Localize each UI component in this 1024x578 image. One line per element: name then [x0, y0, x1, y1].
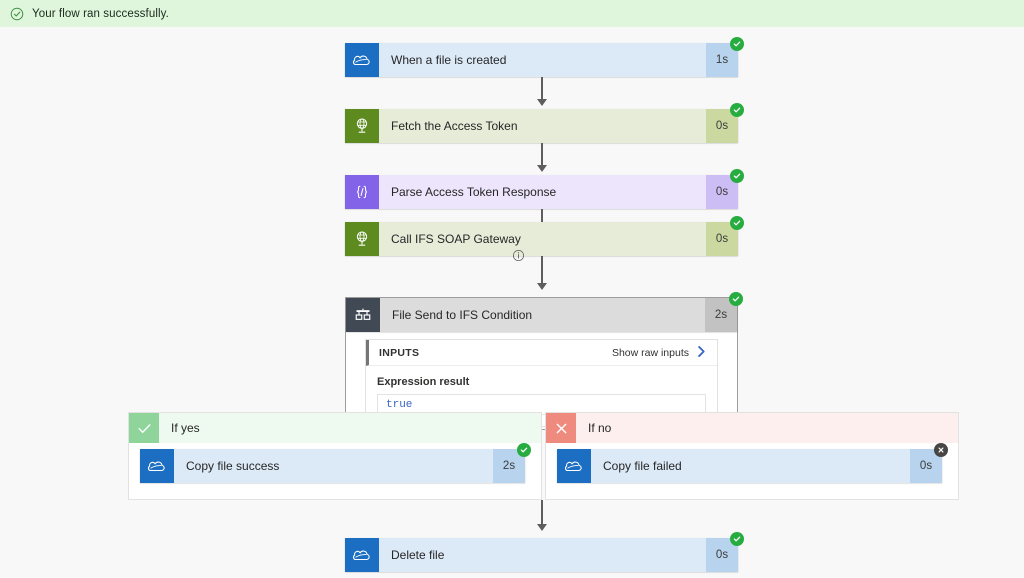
onedrive-cloud-icon — [345, 43, 379, 77]
check-circle-icon — [10, 7, 24, 21]
banner-message: Your flow ran successfully. — [32, 7, 169, 20]
flow-node-when-a-file-is-created[interactable]: When a file is created 1s — [345, 37, 744, 77]
branch-label: If no — [576, 413, 958, 443]
onedrive-cloud-icon — [345, 538, 379, 572]
connector-arrowhead — [537, 99, 547, 106]
status-badge-succeeded — [730, 216, 744, 230]
inputs-section-label: INPUTS — [379, 346, 420, 359]
checkmark-icon — [129, 413, 159, 443]
status-badge-succeeded — [517, 443, 531, 457]
node-title: When a file is created — [379, 43, 706, 77]
status-badge-skipped — [934, 443, 948, 457]
onedrive-cloud-icon — [140, 449, 174, 483]
status-badge-succeeded — [730, 169, 744, 183]
chevron-right-icon[interactable] — [696, 345, 707, 361]
flow-node-file-send-to-ifs-condition[interactable]: File Send to IFS Condition 2s — [346, 292, 743, 332]
connector-arrowhead — [537, 283, 547, 290]
connector-line — [541, 256, 543, 285]
flow-node-call-ifs-soap-gateway[interactable]: Call IFS SOAP Gateway 0s — [345, 216, 744, 256]
expression-result-value: true — [386, 398, 413, 411]
show-raw-inputs-link[interactable]: Show raw inputs — [611, 346, 689, 359]
onedrive-cloud-icon — [557, 449, 591, 483]
status-badge-succeeded — [729, 292, 743, 306]
branch-if-yes: If yes Copy file success 2s — [128, 412, 542, 500]
flow-node-file-send-to-ifs-condition-card[interactable]: File Send to IFS Condition 2s INPUTS Sho… — [345, 292, 743, 430]
node-title: Parse Access Token Response — [379, 175, 706, 209]
connector-arrowhead — [537, 524, 547, 531]
branch-header-if-yes[interactable]: If yes — [129, 413, 541, 443]
branch-header-if-no[interactable]: If no — [546, 413, 958, 443]
flow-canvas: When a file is created 1s Fetch the Acce… — [0, 27, 1024, 578]
connector-line — [541, 209, 543, 233]
node-title: Call IFS SOAP Gateway — [379, 222, 706, 256]
parse-json-icon — [345, 175, 379, 209]
flow-node-parse-access-token-response[interactable]: Parse Access Token Response 0s — [345, 169, 744, 209]
http-globe-icon — [345, 109, 379, 143]
status-badge-succeeded — [730, 532, 744, 546]
inputs-panel-header: INPUTS Show raw inputs — [366, 340, 717, 366]
flow-node-delete-file[interactable]: Delete file 0s — [345, 532, 744, 572]
flow-node-copy-file-failed[interactable]: Copy file failed 0s — [557, 443, 948, 483]
status-badge-succeeded — [730, 103, 744, 117]
node-title: Copy file failed — [591, 449, 910, 483]
status-badge-succeeded — [730, 37, 744, 51]
node-title: Delete file — [379, 538, 706, 572]
node-title: Fetch the Access Token — [379, 109, 706, 143]
branch-label: If yes — [159, 413, 541, 443]
connector-line — [541, 143, 543, 167]
node-duration: 0s — [706, 175, 738, 209]
connector-line — [541, 77, 543, 101]
flow-node-fetch-the-access-token[interactable]: Fetch the Access Token 0s — [345, 103, 744, 143]
expression-result-label: Expression result — [377, 376, 470, 388]
x-mark-icon — [546, 413, 576, 443]
flow-status-banner: Your flow ran successfully. — [0, 0, 1024, 27]
flow-node-copy-file-success[interactable]: Copy file success 2s — [140, 443, 531, 483]
info-circle-icon[interactable] — [512, 249, 525, 262]
branch-if-no: If no Copy file failed 0s — [545, 412, 959, 500]
node-title: Copy file success — [174, 449, 493, 483]
connector-line — [541, 500, 543, 526]
http-globe-icon — [345, 222, 379, 256]
connector-arrowhead — [537, 165, 547, 172]
node-title: File Send to IFS Condition — [380, 298, 705, 332]
condition-branch-icon — [346, 298, 380, 332]
